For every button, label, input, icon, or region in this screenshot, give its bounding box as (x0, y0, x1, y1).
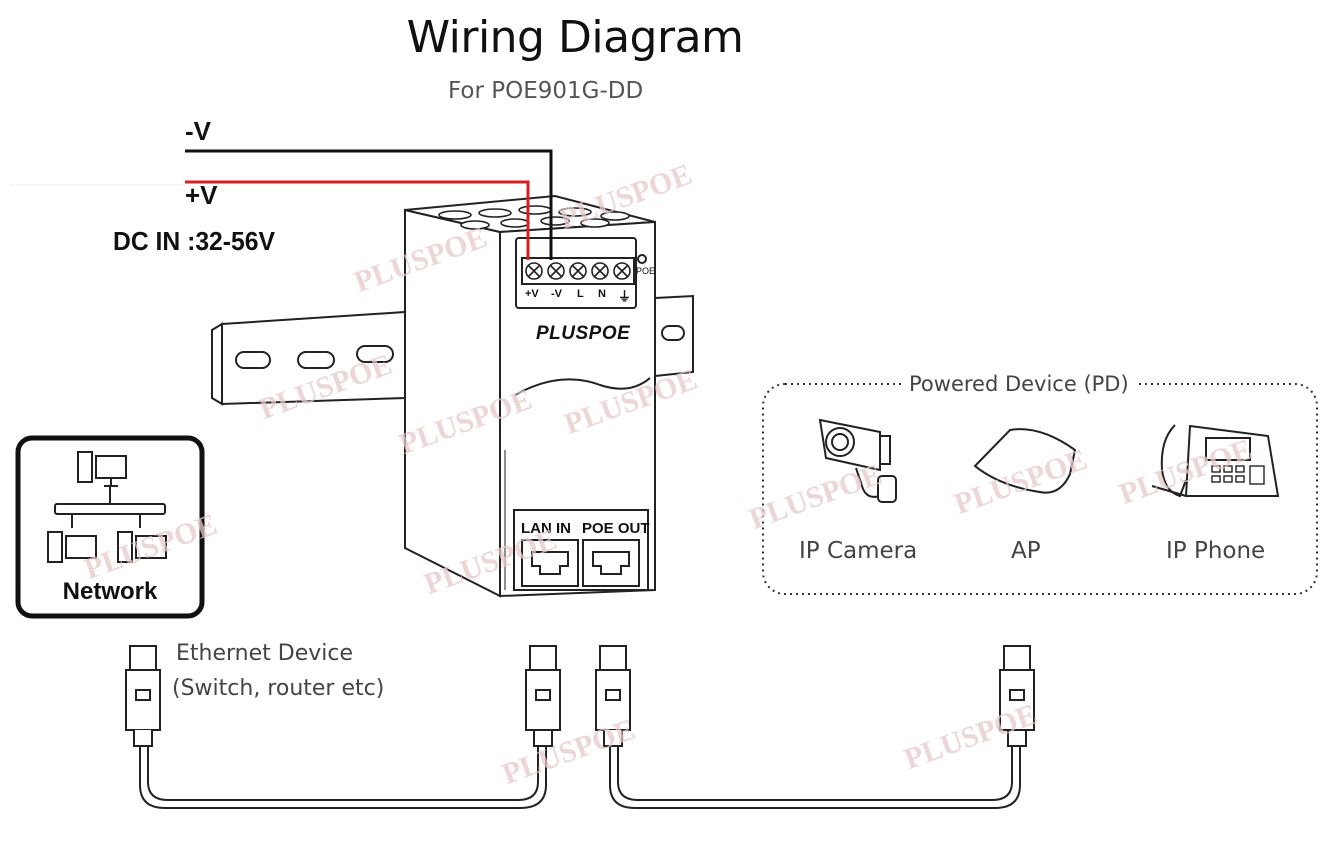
ethernet-cable-left (125, 645, 561, 809)
ip-phone-icon (1151, 424, 1280, 498)
terminal-label-n: N (598, 288, 606, 300)
terminal-label-l: L (577, 288, 584, 300)
poe-device-housing (404, 194, 656, 598)
network-box (15, 435, 205, 619)
network-label: Network (62, 578, 158, 605)
ethernet-device-label: Ethernet Device (176, 641, 353, 666)
positive-voltage-label: +V (185, 180, 218, 210)
diagram-subtitle: For POE901G-DD (448, 78, 644, 104)
terminal-label-pos: +V (525, 288, 539, 300)
powered-device-title: Powered Device (PD) (901, 372, 1137, 396)
terminal-label-neg: -V (551, 288, 562, 300)
access-point-icon (973, 428, 1077, 494)
ip-camera-icon (818, 418, 897, 503)
ap-label: AP (1011, 538, 1041, 564)
din-rail (211, 294, 694, 406)
ip-camera-label: IP Camera (799, 538, 918, 564)
poe-led-label: POE (636, 266, 656, 276)
positive-wire (185, 180, 530, 260)
ground-icon: ⏚ (618, 289, 632, 304)
ip-phone-label: IP Phone (1166, 538, 1266, 564)
lan-in-port-label: LAN IN (521, 520, 571, 537)
negative-voltage-label: -V (185, 116, 211, 146)
device-brand-logo: PLUSPOE (536, 323, 631, 344)
negative-wire (185, 149, 553, 260)
network-topology-icon (47, 451, 167, 563)
ethernet-device-examples: (Switch, router etc) (172, 676, 385, 701)
dc-input-label: DC IN :32-56V (113, 226, 275, 256)
ethernet-cable-right (595, 645, 1035, 809)
diagram-title: Wiring Diagram (406, 12, 744, 63)
poe-out-port-label: POE OUT (582, 520, 650, 537)
